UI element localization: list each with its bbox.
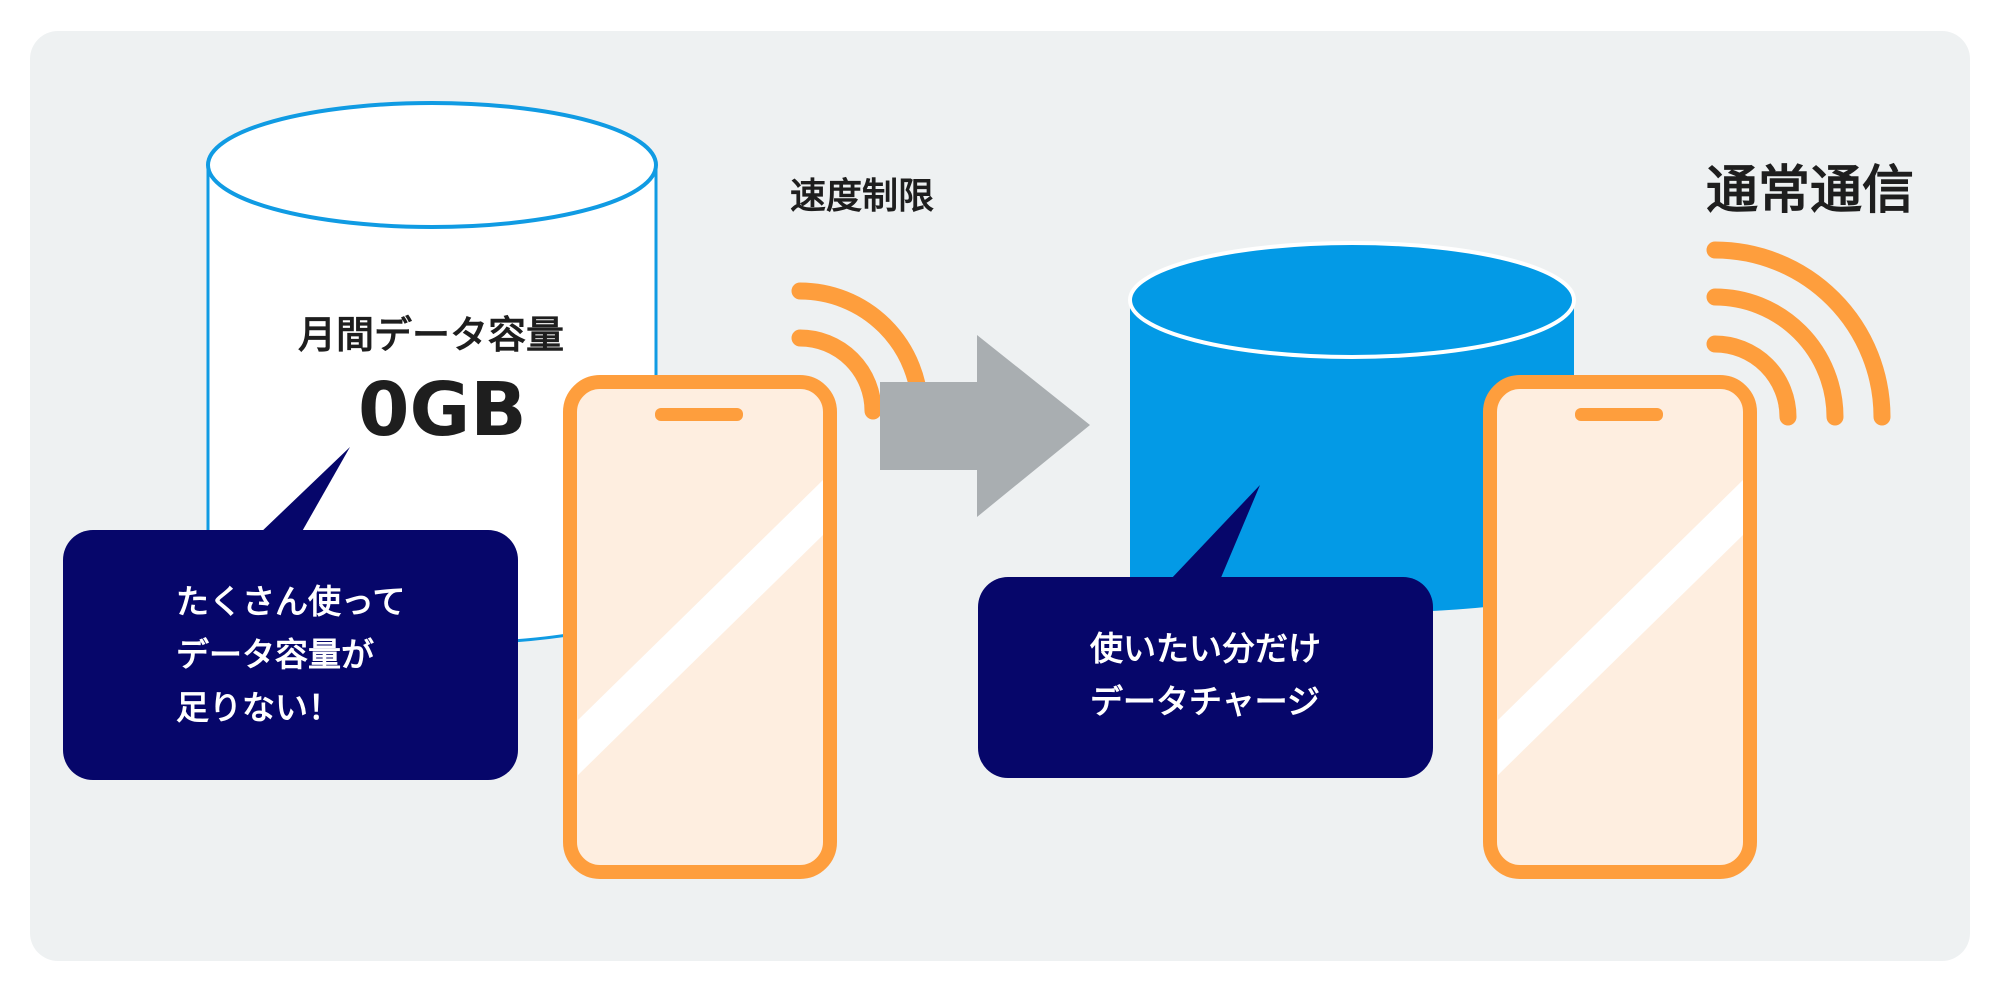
capacity-amount: 0GB <box>358 367 527 453</box>
database-cylinder-icon <box>1128 241 1576 613</box>
speech-bubble-right <box>978 485 1433 778</box>
cylinder-capacity-label: 月間データ容量 <box>298 313 565 357</box>
bubble-left-line: 足りない！ <box>176 688 341 727</box>
bubble-left-line: データ容量が <box>176 635 374 674</box>
bubble-left-text: たくさん使って データ容量が 足りない！ <box>176 575 405 734</box>
bubble-left-line: たくさん使って <box>176 582 406 621</box>
smartphone-icon <box>563 375 837 879</box>
wifi-signal-icon <box>1706 241 1891 426</box>
speed-limit-label: 速度制限 <box>790 176 935 217</box>
normal-communication-label: 通常通信 <box>1706 161 1915 221</box>
bubble-right-line: データチャージ <box>1090 682 1321 721</box>
right-arrow-icon <box>880 335 1090 517</box>
speech-bubble-left <box>63 447 518 780</box>
bubble-right-text: 使いたい分だけ データチャージ <box>1090 622 1321 728</box>
bubble-right-line: 使いたい分だけ <box>1090 629 1321 668</box>
smartphone-icon <box>1483 375 1757 879</box>
